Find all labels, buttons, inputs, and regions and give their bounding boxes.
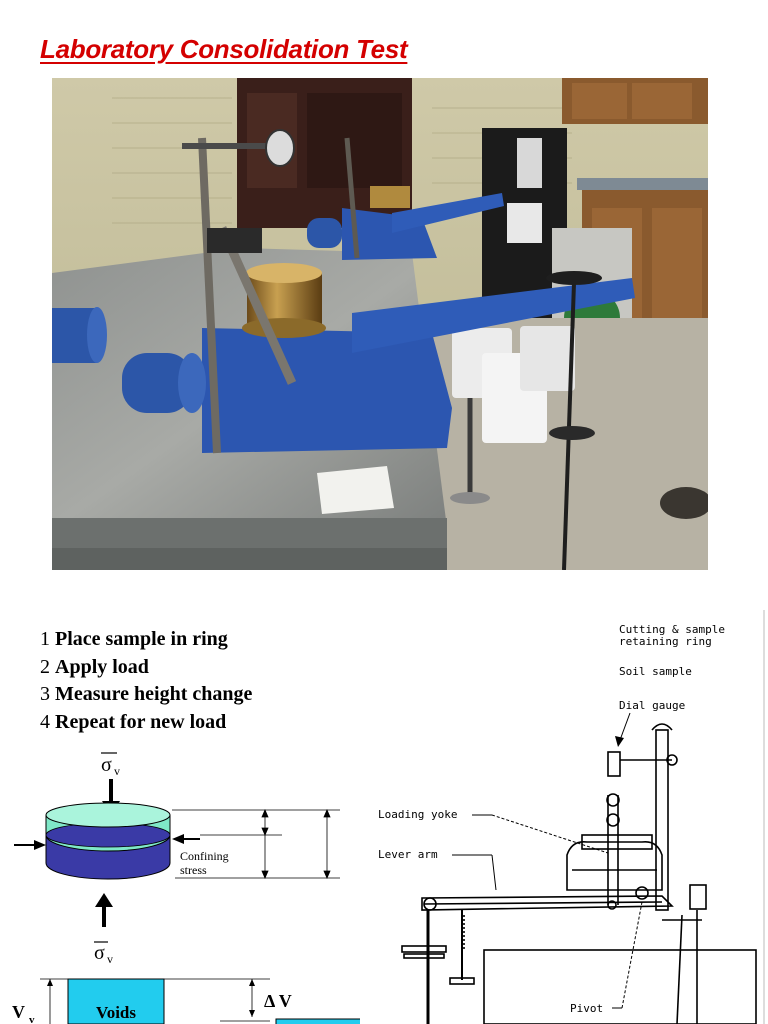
svg-text:σ: σ — [94, 942, 105, 964]
svg-text:v: v — [107, 952, 113, 966]
svg-text:v: v — [114, 764, 120, 778]
soil-sample-label: Soil sample — [619, 665, 692, 678]
step-3: 3 Measure height change — [40, 683, 253, 705]
confining-arrow-right-icon — [172, 834, 200, 844]
height-dimensions — [172, 808, 340, 880]
apparatus-schematic: Cutting & sample retaining ring Soil sam… — [378, 610, 765, 1024]
step-4: 4 Repeat for new load — [40, 710, 227, 733]
dial-gauge-label: Dial gauge — [619, 699, 685, 712]
apparatus-frame — [401, 723, 757, 1024]
soil-cylinder — [45, 802, 171, 880]
voids-label: Voids — [96, 1003, 136, 1022]
page-title: Laboratory Consolidation Test — [40, 34, 408, 64]
confining-label: Confining — [180, 849, 229, 863]
sample-stress-diagram: σ v Confining stress — [12, 752, 360, 1024]
sigma-bottom-label: σ v — [94, 941, 113, 966]
svg-text:v: v — [29, 1014, 35, 1024]
sigma-top-label: σ v — [101, 752, 120, 778]
confining-stress-label: stress — [180, 863, 207, 877]
ring-label-2: retaining ring — [619, 635, 712, 648]
svg-text:σ: σ — [101, 754, 112, 776]
pivot-label: Pivot — [570, 1002, 603, 1015]
step-1: 1 Place sample in ring — [40, 628, 228, 650]
ring-label: Cutting & sample — [619, 623, 725, 636]
up-arrow-icon — [95, 893, 113, 927]
vv-label: V — [12, 1002, 25, 1022]
phase-diagram: V v Voids Δ V — [12, 978, 360, 1024]
lever-arm-label: Lever arm — [378, 848, 438, 861]
lab-photo — [52, 78, 708, 570]
step-2: 2 Apply load — [40, 655, 149, 678]
confining-arrow-left-icon — [14, 840, 46, 850]
loading-yoke-label: Loading yoke — [378, 808, 457, 821]
delta-v-label: Δ V — [264, 991, 292, 1011]
procedure-steps: 1 Place sample in ring 2 Apply load 3 Me… — [40, 626, 252, 736]
